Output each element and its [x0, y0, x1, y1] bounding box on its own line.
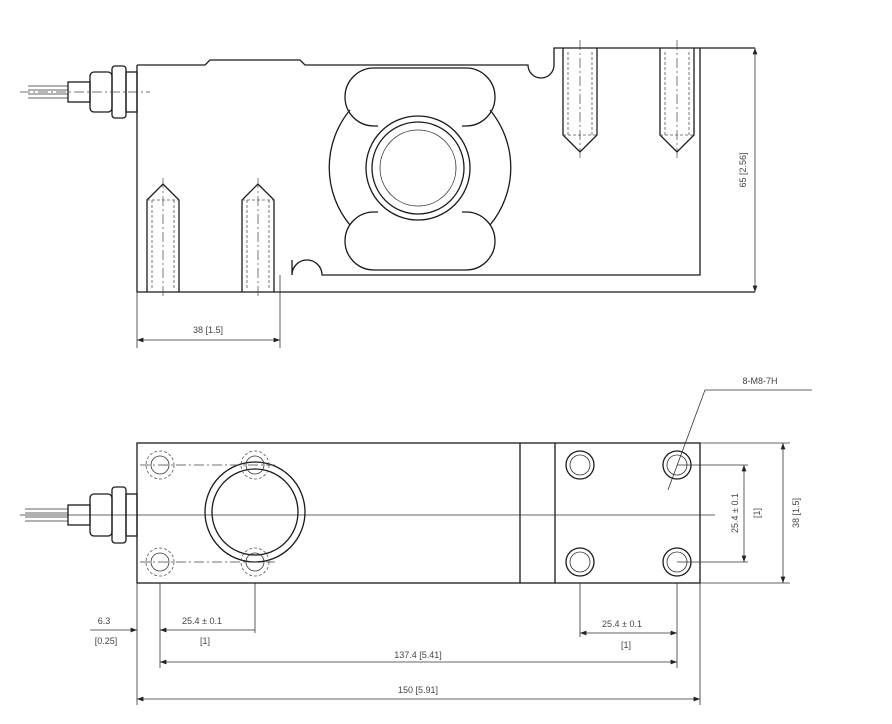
bolt-holes-bottom: [146, 178, 275, 298]
load-element: [328, 67, 512, 271]
mounting-holes-right: [565, 450, 692, 577]
dim-hole-span: 137.4 [5.41]: [394, 650, 442, 660]
dim-width: 38 [1.5]: [791, 498, 801, 528]
dim-right-hole-in: [1]: [621, 640, 631, 650]
dim-length: 150 [5.91]: [398, 685, 438, 695]
bolt-holes-top: [562, 40, 695, 160]
dim-left-hole-mm: 25.4 ± 0.1: [182, 616, 222, 626]
top-view: 38 [1.5] 65 [2.56]: [20, 40, 758, 348]
dim-offset-mm: 6.3: [98, 616, 111, 626]
dim-right-vertical-mm: 25.4 ± 0.1: [730, 493, 740, 533]
cable-connector-bottom: [25, 486, 138, 544]
dim-right-vertical-in: [1]: [752, 508, 762, 518]
dim-height: 65 [2.56]: [738, 152, 748, 187]
dim-right-hole-mm: 25.4 ± 0.1: [602, 619, 642, 629]
dim-offset-in: [0.25]: [95, 636, 118, 646]
thread-callout: 8-M8-7H: [742, 376, 777, 386]
dim-bolt-spacing: 38 [1.5]: [193, 325, 223, 335]
mounting-holes-left: [140, 450, 275, 577]
dim-left-hole-in: [1]: [200, 636, 210, 646]
cable-connector-top: [20, 65, 150, 119]
bottom-view: 8-M8-7H 25.4 ± 0.1 [1] 38 [1.5] 6.3 [0.2…: [20, 376, 812, 705]
